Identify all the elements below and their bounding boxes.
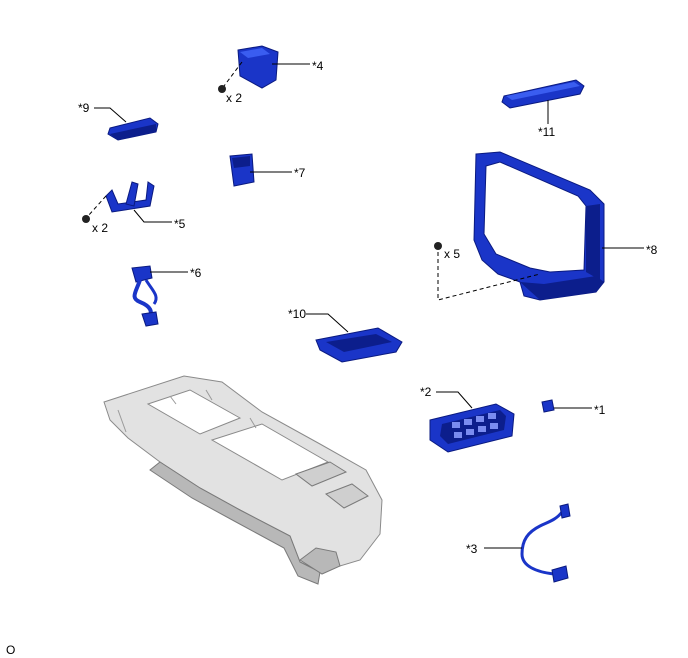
label-p1: *1: [594, 403, 606, 417]
qty-p5: x 2: [92, 221, 108, 235]
label-p8: *8: [646, 243, 658, 257]
part-8: *8 x 5: [434, 151, 658, 301]
part-10: *10: [288, 307, 403, 363]
label-p2: *2: [420, 385, 432, 399]
label-p7: *7: [294, 166, 306, 180]
qty-p4: x 2: [226, 91, 242, 105]
label-p3: *3: [466, 542, 478, 556]
label-p4: *4: [312, 59, 324, 73]
label-p6: *6: [190, 266, 202, 280]
screw-icon: [218, 85, 226, 93]
label-p5: *5: [174, 217, 186, 231]
label-p9: *9: [78, 101, 90, 115]
part-7: *7: [229, 153, 306, 187]
part-5: *5 x 2: [82, 181, 186, 235]
screw-icon: [82, 215, 90, 223]
part-11: *11: [501, 79, 585, 139]
part-1: *1: [541, 399, 606, 417]
part-4: *4 x 2: [218, 45, 324, 105]
figure-code: O: [6, 643, 15, 657]
clip-icon: [434, 242, 442, 250]
part-3: *3: [466, 503, 571, 583]
label-p10: *10: [288, 307, 306, 321]
qty-p8: x 5: [444, 247, 460, 261]
label-p11: *11: [538, 125, 555, 139]
part-2: *2: [420, 385, 515, 453]
part-9: *9: [78, 101, 159, 141]
center-console: [103, 375, 383, 585]
part-6: *6: [131, 265, 202, 327]
